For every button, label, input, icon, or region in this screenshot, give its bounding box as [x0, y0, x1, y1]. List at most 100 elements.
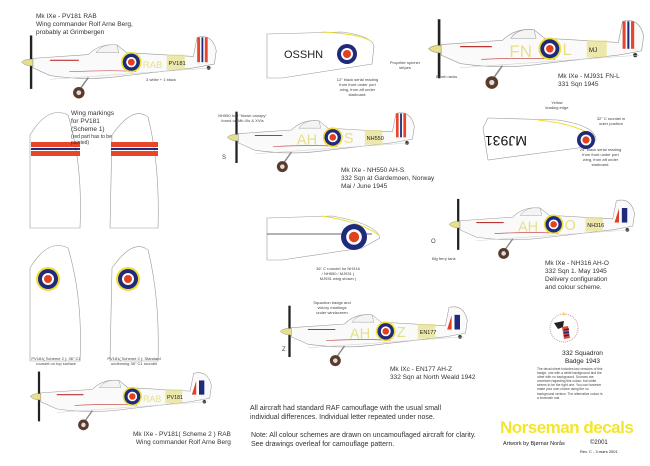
note-spinner-stripes: Propeller spinner stripes — [389, 60, 421, 70]
caption-line: (Scheme 1) — [71, 126, 105, 133]
brand-logo: Norseman decals — [500, 418, 634, 437]
sky-band — [165, 389, 183, 404]
serial: EN177 — [420, 330, 437, 336]
fin-flash — [197, 37, 208, 63]
serial: PV181 — [167, 395, 183, 401]
brand-artwork: Artwork by Bjørnar Norås — [503, 441, 565, 447]
canopy — [510, 29, 537, 39]
badge-subtitle: Badge 1943 — [564, 358, 601, 365]
caption-line: 332 Sqn 1. May 1945 — [545, 268, 607, 275]
spitfire-profile: AH O NH316 — [448, 198, 635, 259]
note-osshn: 12" black serial reading from front unde… — [336, 77, 379, 97]
aircraft-nh550: AH S NH550 — [205, 108, 433, 174]
caption-line: Mk IXc - EN177 AH-Z — [390, 366, 453, 373]
note-yellow-leading-edge: Yellow leading edge — [545, 100, 569, 110]
note-scheme2a: PV181( Scheme 2 ): 36" C1 roundel on top… — [31, 356, 81, 366]
codes-left: FN — [509, 42, 531, 61]
caption-line: probably at Grimbergen — [36, 29, 105, 36]
spitfire-profile: RAB PV181 — [21, 35, 217, 99]
spitfire-profile: AH Z EN177 — [280, 305, 468, 367]
spitfire-profile: AH S NH550 — [227, 111, 415, 173]
wing-outline — [109, 246, 159, 362]
fin-flash — [622, 21, 635, 49]
canopy — [351, 314, 375, 323]
caption-line: Wing markings — [71, 110, 114, 117]
caption-nh550: Mk IXe - NH550 AH-S 332 Sqn at Gardemoen… — [341, 167, 434, 191]
caption-mj931: Mk IXe - MJ931 FN-L 331 Sqn 1945 — [558, 73, 620, 89]
serial: NH316 — [587, 223, 604, 229]
wing-osshn: OSSHN — [262, 14, 377, 86]
spitfire-profile: FN L MJ — [428, 19, 644, 89]
note-mj931-serial: 24" black serial reading from front unde… — [579, 147, 622, 167]
canopy — [95, 44, 120, 53]
caption-line: 331 Sqn 1945 — [558, 81, 599, 88]
spinner — [448, 221, 461, 229]
spinner — [280, 328, 292, 336]
wing-serial: MJ931 — [485, 133, 527, 149]
codes-left: AH — [518, 220, 538, 236]
codes-left: AH — [297, 133, 317, 149]
spinner — [21, 58, 34, 67]
fin-flash — [396, 113, 407, 138]
note-c-roundel: 36" C roundel for NH316 / NH550 / MJ931 … — [316, 266, 360, 281]
codes-right: Z — [397, 325, 406, 341]
note-line: See drawings overleaf for camouflage pat… — [251, 441, 395, 448]
note-pv181-stripes: 3 white + 1 black — [146, 77, 176, 82]
note-line: All aircraft had standard RAF camouflage… — [250, 405, 442, 412]
serial: NH550 — [367, 136, 384, 142]
aircraft-nh316: AH O NH316 — [440, 195, 640, 261]
note-ferry-tank: Big ferry tank — [432, 256, 456, 261]
aircraft-mj931: FN L MJ — [418, 14, 650, 92]
caption-line: Mk IXe - PV181 RAB — [36, 13, 97, 20]
note-squadron-badge: Squadron badge and victory markings unde… — [313, 300, 351, 315]
aircraft-en177: AH Z EN177 — [256, 302, 488, 368]
wing-outline — [266, 215, 381, 261]
caption-line: Mk IXe - PV181( Scheme 2 ) RAB — [133, 431, 231, 438]
codes-right: RAB — [143, 394, 161, 404]
fuselage-roundel — [543, 214, 564, 235]
wing-scheme1-top — [28, 105, 83, 230]
badge-text: The decal sheet includes two versions of… — [537, 367, 603, 400]
note-line: individual differences. Individual lette… — [250, 414, 435, 421]
caption-line: 332 Sqn at North Weald 1942 — [390, 374, 476, 381]
fuselage-roundel — [121, 51, 142, 73]
sky-band — [166, 54, 185, 70]
fuselage-roundel — [538, 37, 562, 61]
wing-scheme1-bottom — [108, 105, 160, 230]
caption-nh316: Mk IXe - NH316 AH-O 332 Sqn 1. May 1945 … — [545, 260, 609, 292]
canopy — [298, 120, 322, 129]
note-bomb-racks: Bomb racks — [436, 74, 458, 79]
sky-band — [585, 217, 603, 232]
caption-line: 332 Sqn at Gardemoen, Norway — [341, 175, 435, 182]
note-mj931-roundel: 32" C roundel in outer position — [596, 116, 626, 126]
fuselage-roundel — [122, 386, 142, 407]
spinner — [428, 45, 442, 54]
wing-serial: OSSHN — [284, 49, 323, 61]
wing-outline — [29, 112, 81, 229]
aircraft-pv181-scheme2: RAB PV181 — [6, 368, 232, 432]
wing-outline: MJ931 — [482, 117, 597, 161]
tailwheel — [458, 335, 462, 339]
caption-line: Mk IXe - NH550 AH-S — [341, 167, 405, 174]
spinner — [227, 134, 239, 142]
caption-line: (red part has to be painted) — [71, 134, 112, 146]
note-line: Note: All colour schemes are drawn on un… — [251, 432, 476, 439]
sky-band — [364, 130, 383, 145]
fuselage-roundel — [375, 321, 396, 342]
caption-line: Wing commander Rolf Arne Berg — [135, 439, 231, 446]
codes-right: O — [565, 218, 576, 234]
prop-marker-o: O — [431, 239, 436, 245]
caption-line: Mai / June 1945 — [341, 183, 388, 190]
caption-line: Wing commander Rolf Arne Berg, — [36, 21, 133, 28]
caption-line: Mk IXe - MJ931 FN-L — [558, 73, 620, 80]
wing-scheme2-top — [28, 238, 83, 363]
tailwheel — [633, 53, 638, 58]
wing-c-roundel — [262, 210, 381, 265]
serial: PV181 — [169, 61, 186, 67]
codes-left: AH — [350, 327, 370, 343]
wing-scheme2-bottom — [108, 238, 160, 363]
general-note: All aircraft had standard RAF camouflage… — [250, 404, 441, 422]
wing-mj931: MJ931 — [478, 108, 600, 166]
caption-line: for PV181 — [71, 118, 100, 125]
squadron-badge — [548, 312, 580, 344]
